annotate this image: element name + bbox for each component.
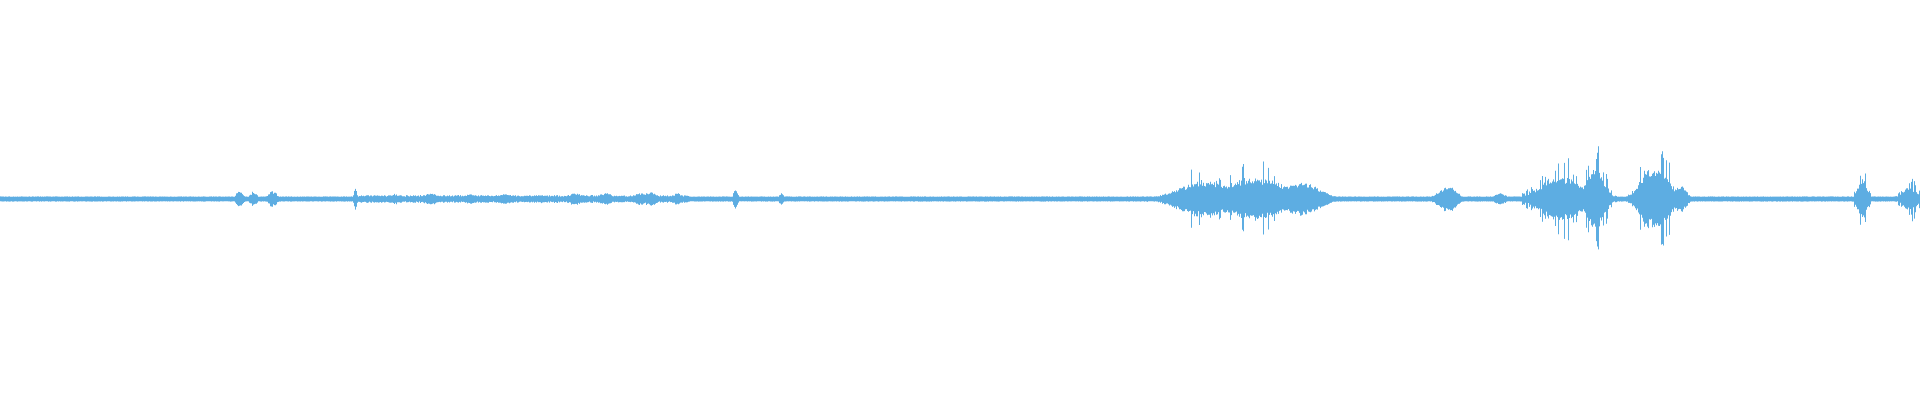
audio-waveform bbox=[0, 146, 1920, 250]
